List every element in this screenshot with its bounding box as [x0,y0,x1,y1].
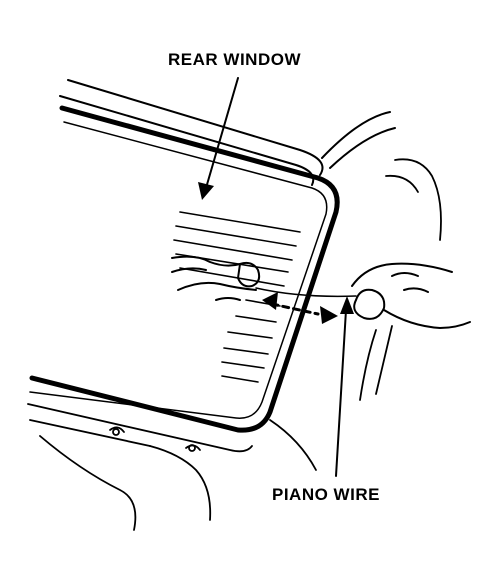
inner-hand [171,255,261,301]
rear-window-leader [198,77,239,200]
rear-window-label: REAR WINDOW [168,50,301,69]
glass-shading-lines [173,211,301,383]
outer-hand [351,262,471,329]
sawing-motion-arrows [262,292,338,324]
piano-wire-label: PIANO WIRE [272,485,380,504]
piano-wire [255,287,357,298]
lower-body-panel [27,403,317,531]
piano-wire-leader [335,296,354,477]
side-pillar [359,158,442,401]
body-panel-outline [59,79,396,186]
